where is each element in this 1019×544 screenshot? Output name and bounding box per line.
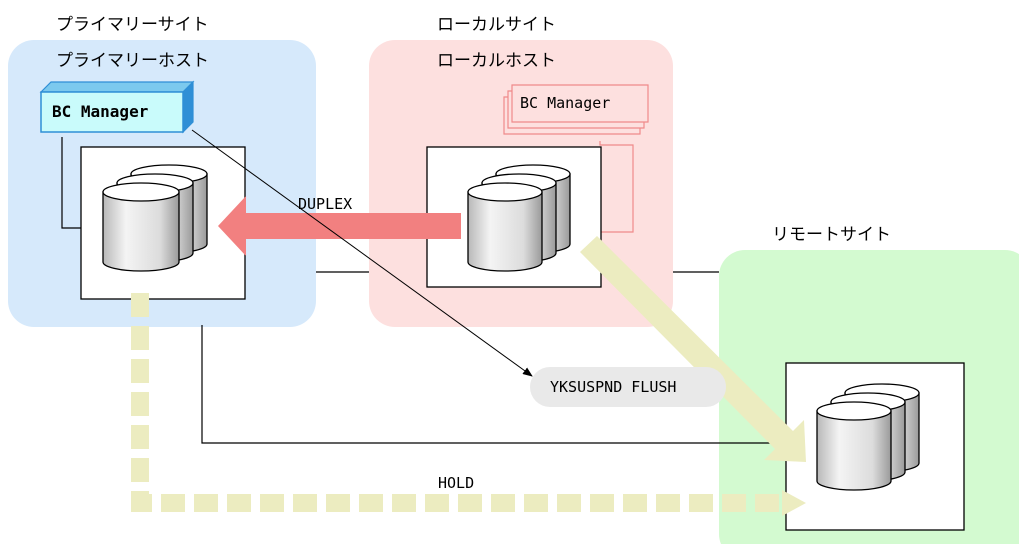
hold-arrow <box>131 293 806 516</box>
local-site-label: ローカルサイト <box>437 15 556 35</box>
local-host-label: ローカルホスト <box>437 51 556 71</box>
remote-copy-arrow <box>580 236 806 462</box>
primary-database-stack-icon <box>102 164 208 272</box>
primary-site-label: プライマリーサイト <box>56 15 209 35</box>
primary-host-label: プライマリーホスト <box>56 51 209 71</box>
command-label: YKSUSPND FLUSH <box>550 378 676 396</box>
local-database-stack-icon <box>467 164 571 272</box>
connection-lines <box>201 271 786 444</box>
hold-label: HOLD <box>438 474 474 492</box>
remote-database-stack-icon <box>816 383 920 491</box>
local-bc-manager-label: BC Manager <box>520 94 610 112</box>
duplex-arrow <box>218 196 461 256</box>
primary-bc-manager-box: BC Manager <box>39 80 195 229</box>
local-bc-manager-box: BC Manager <box>503 84 649 233</box>
command-bubble <box>530 367 726 407</box>
command-arrow <box>191 129 533 377</box>
duplex-label: DUPLEX <box>298 195 352 213</box>
remote-site-label: リモートサイト <box>772 225 891 245</box>
primary-bc-manager-label: BC Manager <box>52 102 148 121</box>
